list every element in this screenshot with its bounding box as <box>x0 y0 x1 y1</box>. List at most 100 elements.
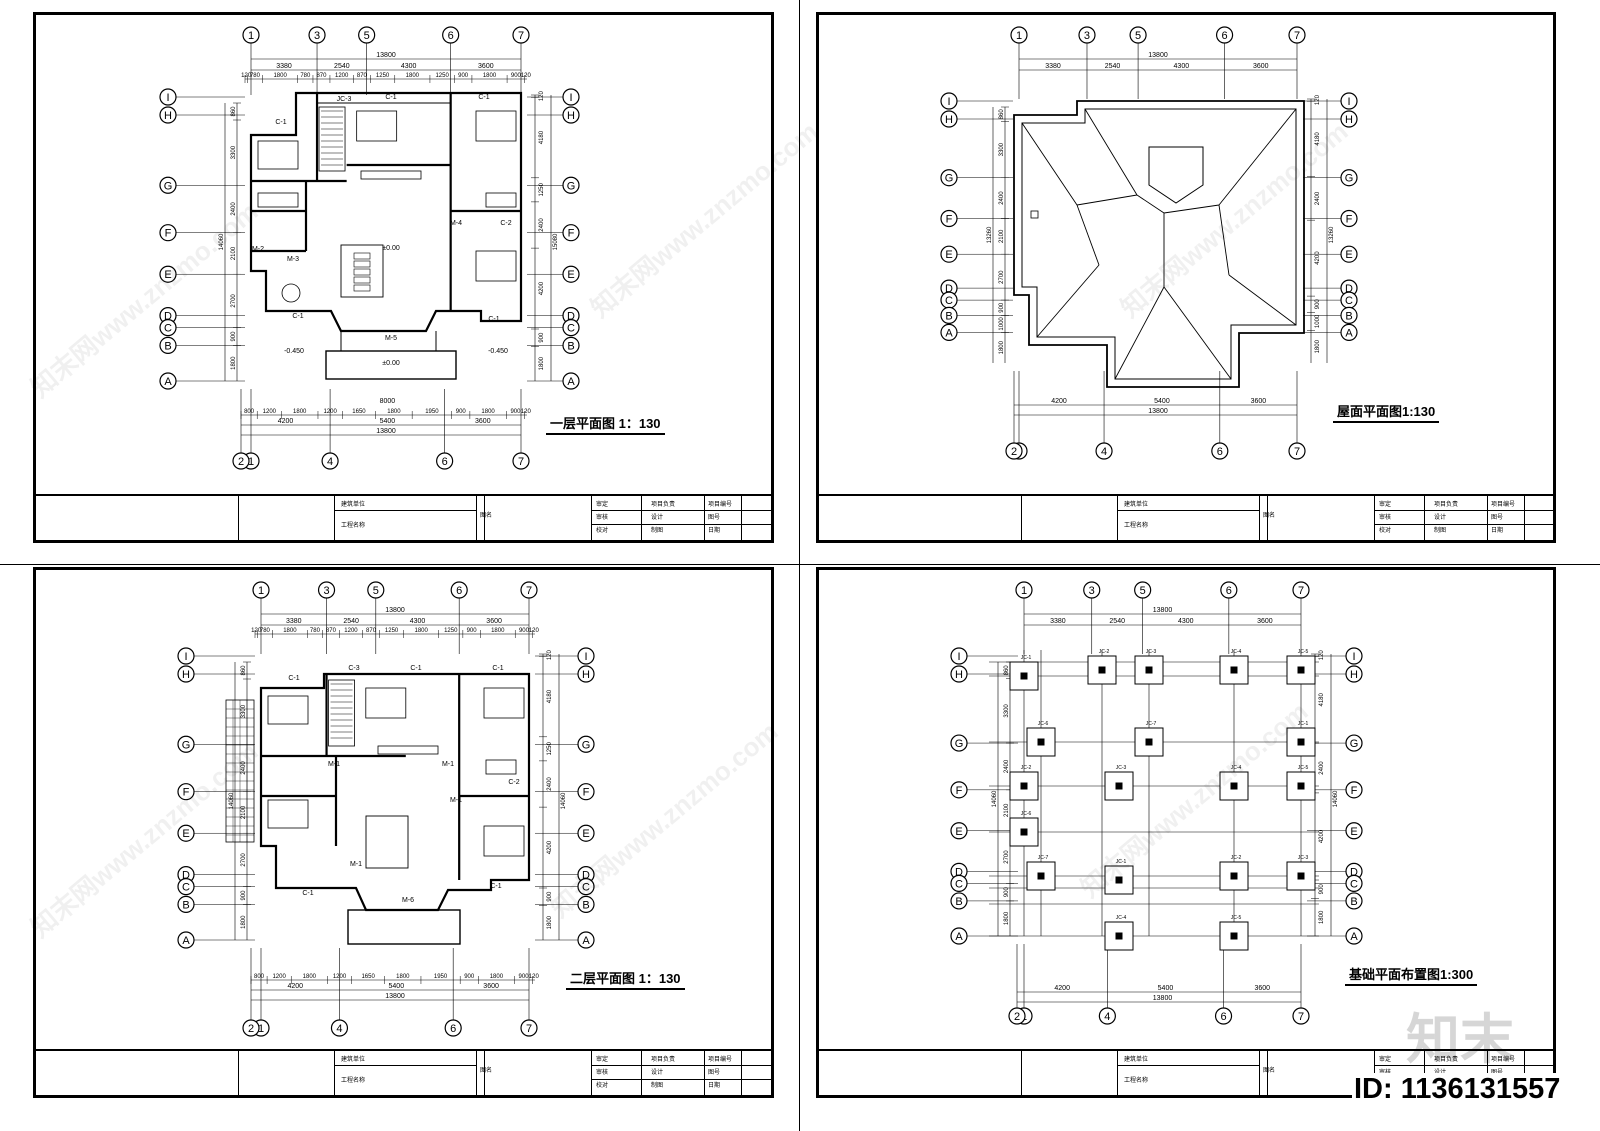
grid-label: I <box>569 92 572 104</box>
dimension-label: 1800 <box>406 73 420 79</box>
grid-label: F <box>568 228 575 240</box>
dimension-label: 860 <box>1004 665 1010 676</box>
grid-label: D <box>955 866 963 878</box>
dimension-label: 4180 <box>1319 692 1325 706</box>
opening-label: C-2 <box>508 779 519 786</box>
dimension-total: 14060 <box>219 233 225 250</box>
dimension-label: 4180 <box>547 689 553 703</box>
sofa-cushion <box>353 276 371 284</box>
opening-label: C-1 <box>478 94 489 101</box>
dimension-label: 860 <box>231 106 237 117</box>
opening-label: M-6 <box>402 897 414 904</box>
footing-pad <box>1087 655 1117 685</box>
dimension-label: 1200 <box>344 628 358 634</box>
dimension-label: 2400 <box>231 202 237 216</box>
bed <box>483 825 525 857</box>
footing-label: JC-7 <box>1146 721 1157 727</box>
opening-label: C-1 <box>302 890 313 897</box>
column-stub <box>1020 672 1028 680</box>
dimension-label: 120 <box>521 409 532 415</box>
grid-label: H <box>567 110 575 122</box>
grid-label: 3 <box>323 585 329 597</box>
title-block-label: 项目负责 <box>651 502 676 508</box>
footing-label: JC-4 <box>1231 765 1242 771</box>
title-block-label: 建筑单位 <box>341 502 366 508</box>
title-block-label: 制图 <box>1434 528 1447 534</box>
dimension-label: 1800 <box>231 356 237 370</box>
title-block-label: 日期 <box>1491 528 1504 534</box>
title-block-label: 工程名称 <box>1124 1078 1149 1084</box>
grid-label: 4 <box>1104 1011 1110 1023</box>
dimension-total: 14060 <box>1333 790 1339 807</box>
footing-label: JC-5 <box>1298 765 1309 771</box>
dimension-label: 2540 <box>1105 63 1121 70</box>
dimension-label: 900 <box>458 73 469 79</box>
dimension-label: 3380 <box>1050 618 1066 625</box>
dimension-label: 3600 <box>1251 398 1267 405</box>
opening-label: C-1 <box>488 316 499 323</box>
dimension-label: 4300 <box>410 618 426 625</box>
grid-label: I <box>584 651 587 663</box>
grid-label: G <box>567 180 576 192</box>
dimension-label: 4180 <box>539 130 545 144</box>
opening-label: C-1 <box>292 313 303 320</box>
grid-label: 5 <box>373 585 379 597</box>
grid-label: F <box>1346 214 1353 226</box>
dimension-total: 13260 <box>1329 226 1335 243</box>
dimension-total: 13800 <box>1148 52 1168 59</box>
dimension-label: 870 <box>357 73 368 79</box>
dimension-label: 1800 <box>491 628 505 634</box>
title-block-label: 审定 <box>596 1057 609 1063</box>
dimension-total: 14060 <box>229 792 235 809</box>
grid-label: 1 <box>248 456 254 468</box>
title-block-label: 图名 <box>1263 1068 1276 1074</box>
dimension-label: 3300 <box>231 145 237 159</box>
title-block-divider <box>641 1051 642 1095</box>
exterior-wall <box>259 672 531 912</box>
title-block: 建筑单位工程名称图名审定项目负责项目编号审核设计图号校对制图日期 <box>819 494 1554 540</box>
column-stub <box>1297 782 1305 790</box>
dimension-label: 1650 <box>361 974 375 980</box>
grid-label: I <box>1347 96 1350 108</box>
title-block-label: 日期 <box>708 1083 721 1089</box>
title-block-divider <box>484 496 485 540</box>
grid-label: 1 <box>258 1023 264 1035</box>
dimension-label: 1250 <box>385 628 399 634</box>
dimension-label: 120 <box>241 73 252 79</box>
dimension-label: 1800 <box>303 974 317 980</box>
title-block-label: 审核 <box>596 1070 609 1076</box>
grid-label: A <box>182 935 190 947</box>
sheet-divider-horizontal <box>0 564 1600 565</box>
dimension-label: 2400 <box>1319 761 1325 775</box>
dimension-label: 1200 <box>333 974 347 980</box>
dimension-total: 13800 <box>376 428 396 435</box>
grid-label: I <box>957 651 960 663</box>
dimension-label: 1800 <box>483 73 497 79</box>
column-stub <box>1230 932 1238 940</box>
title-block-label: 设计 <box>651 1070 664 1076</box>
dimension-label: 1800 <box>481 409 495 415</box>
grid-label: 1 <box>248 30 254 42</box>
bed <box>475 250 517 282</box>
title-block-divider <box>1259 1051 1260 1095</box>
title-block-rule <box>1117 1065 1259 1066</box>
dimension-total: 14060 <box>992 790 998 807</box>
grid-label: H <box>955 669 963 681</box>
title-block-label: 图号 <box>708 515 721 521</box>
dimension-label: 120 <box>1315 94 1321 105</box>
title-block-label: 图号 <box>708 1070 721 1076</box>
dimension-label: 4200 <box>1051 398 1067 405</box>
dimension-label: 4300 <box>401 63 417 70</box>
roof-vent <box>1030 210 1039 219</box>
grid-label: C <box>1350 878 1358 890</box>
roof-eave <box>1021 108 1297 380</box>
dimension-label: 2540 <box>334 63 350 70</box>
grid-label: C <box>955 878 963 890</box>
bathroom-fixture <box>485 192 517 208</box>
title-block-label: 图名 <box>480 1068 493 1074</box>
roof-ridge <box>1136 194 1165 214</box>
sofa-cushion <box>353 284 371 292</box>
dimension-label: 120 <box>521 73 532 79</box>
